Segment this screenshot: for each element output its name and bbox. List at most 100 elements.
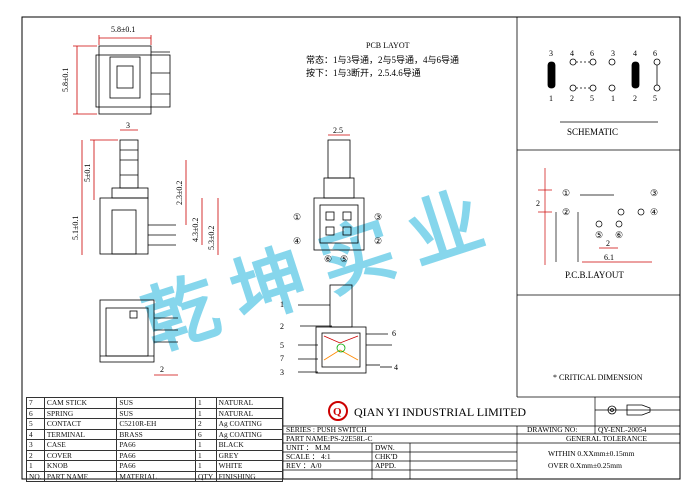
dim-top-width: 5.8±0.1 bbox=[111, 25, 135, 34]
bom-cell-qty: 1 bbox=[194, 439, 217, 451]
pcb-pin-6: ⑥ bbox=[615, 230, 623, 240]
schematic-label: SCHEMATIC bbox=[567, 127, 618, 137]
bom-cell-no: 7 bbox=[26, 397, 45, 409]
pcb-pin-1: ① bbox=[562, 188, 570, 198]
bom-cell-no: 2 bbox=[26, 449, 45, 461]
sch-bot-5b: 5 bbox=[653, 94, 657, 103]
sch-bot-2b: 2 bbox=[633, 94, 637, 103]
critical-note: * CRITICAL DIMENSION bbox=[553, 373, 643, 382]
pcb-note-title: PCB LAYOT bbox=[366, 41, 410, 50]
bom-cell-no: 4 bbox=[26, 428, 45, 440]
dim-top-height: 5.8±0.1 bbox=[61, 68, 70, 92]
bom-cell-qty: 1 bbox=[194, 397, 217, 409]
bom-cell-qty: 1 bbox=[194, 449, 217, 461]
bom-cell-part: KNOB bbox=[43, 460, 118, 472]
bom-cell-part: SPRING bbox=[43, 407, 118, 419]
pin-4-label: ④ bbox=[293, 236, 301, 246]
bom-cell-no: 1 bbox=[26, 460, 45, 472]
bom-cell-no: 5 bbox=[26, 418, 45, 430]
schematic bbox=[547, 58, 661, 123]
title-block-frame bbox=[282, 397, 680, 479]
pcb-note-line2: 按下：1与3断开，2.5.4.6导通 bbox=[306, 67, 421, 78]
bom-cell-qty: 1 bbox=[194, 407, 217, 419]
general-tolerance: GENERAL TOLERANCE bbox=[566, 434, 647, 443]
dim-side-3: 3 bbox=[126, 121, 130, 130]
drawing-no: QY-ENL-20054 bbox=[598, 425, 647, 434]
pcb-pin-4: ④ bbox=[650, 207, 658, 217]
dim-front-25: 2.5 bbox=[333, 126, 343, 135]
pcb-pin-2: ② bbox=[562, 207, 570, 217]
series: SERIES : PUSH SWITCH bbox=[286, 425, 367, 434]
pcb-pin-5: ⑤ bbox=[595, 230, 603, 240]
dim-bottom-2: 2 bbox=[160, 365, 164, 374]
pin-1-label: ① bbox=[293, 212, 301, 222]
bom-cell-no: 6 bbox=[26, 407, 45, 419]
callout-2: 2 bbox=[280, 322, 284, 331]
appd: APPD. bbox=[375, 461, 396, 470]
bom-cell-part: CONTACT bbox=[43, 418, 118, 430]
pin-2-label: ② bbox=[374, 236, 382, 246]
front-view bbox=[313, 134, 365, 251]
bom-cell-part: TERMINAL bbox=[43, 428, 118, 440]
bom-cell-part: COVER bbox=[43, 449, 118, 461]
dim-side-53: 5.3±0.2 bbox=[207, 226, 216, 250]
bom-cell-material: PA66 bbox=[116, 460, 196, 472]
company-name: QIAN YI INDUSTRIAL LIMITED bbox=[354, 405, 526, 419]
pcb-layout-label: P.C.B.LAYOUT bbox=[565, 270, 624, 280]
sch-bot-2a: 2 bbox=[570, 94, 574, 103]
dwn: DWN. bbox=[375, 443, 395, 452]
bom-cell-material: MATERIAL bbox=[116, 470, 196, 482]
sch-top-3a: 3 bbox=[549, 49, 553, 58]
bom-cell-material: BRASS bbox=[116, 428, 196, 440]
dim-side-43: 4.3±0.2 bbox=[191, 218, 200, 242]
pcb-dim-2b: 2 bbox=[606, 239, 610, 248]
bom-cell-material: C5210R-EH bbox=[116, 418, 196, 430]
sch-top-3b: 3 bbox=[611, 49, 615, 58]
unit: UNIT ： M.M bbox=[286, 443, 331, 452]
callout-5: 5 bbox=[280, 341, 284, 350]
callout-1: 1 bbox=[280, 300, 284, 309]
chkd: CHK'D bbox=[375, 452, 398, 461]
section-view bbox=[298, 284, 392, 374]
sch-bot-1a: 1 bbox=[549, 94, 553, 103]
pin-3-label: ③ bbox=[374, 212, 382, 222]
projection-icon bbox=[607, 404, 651, 416]
watermark: 乾 坤 实 业 bbox=[134, 180, 494, 367]
sch-bot-1b: 1 bbox=[611, 94, 615, 103]
sch-top-4b: 4 bbox=[633, 49, 637, 58]
bom-cell-qty: QTY bbox=[194, 470, 217, 482]
pin-6-label: ⑥ bbox=[324, 254, 332, 264]
part-name: PART NAME:PS-22E58L-C bbox=[286, 434, 372, 443]
bom-cell-part: PART NAME bbox=[43, 470, 118, 482]
callout-3: 3 bbox=[280, 368, 284, 377]
dim-side-5: 5±0.1 bbox=[83, 164, 92, 182]
bom-cell-material: SUS bbox=[116, 397, 196, 409]
sch-top-6b: 6 bbox=[653, 49, 657, 58]
company-logo: Q bbox=[328, 401, 348, 421]
bom-cell-finish: BLACK bbox=[215, 439, 284, 451]
sch-top-6a: 6 bbox=[590, 49, 594, 58]
bom-cell-finish: FINISHING bbox=[215, 470, 284, 482]
dim-side-51: 5.1±0.1 bbox=[71, 216, 80, 240]
tolerance-within: WITHIN 0.XXmm±0.15mm bbox=[548, 449, 635, 458]
bom-cell-qty: 6 bbox=[194, 428, 217, 440]
pcb-dim-2a: 2 bbox=[536, 199, 540, 208]
bom-cell-material: PA66 bbox=[116, 449, 196, 461]
pcb-note-line1: 常态：1与3导通，2与5导通，4与6导通 bbox=[306, 54, 459, 65]
svg-text:Q: Q bbox=[333, 406, 342, 418]
bom-cell-no: NO. bbox=[26, 470, 45, 482]
sch-top-4a: 4 bbox=[570, 49, 574, 58]
rev: REV ：A/0 bbox=[286, 461, 322, 470]
callout-7: 7 bbox=[280, 354, 284, 363]
sch-bot-5a: 5 bbox=[590, 94, 594, 103]
bom-cell-part: CAM STICK bbox=[43, 397, 118, 409]
bom-cell-finish: WHITE bbox=[215, 460, 284, 472]
